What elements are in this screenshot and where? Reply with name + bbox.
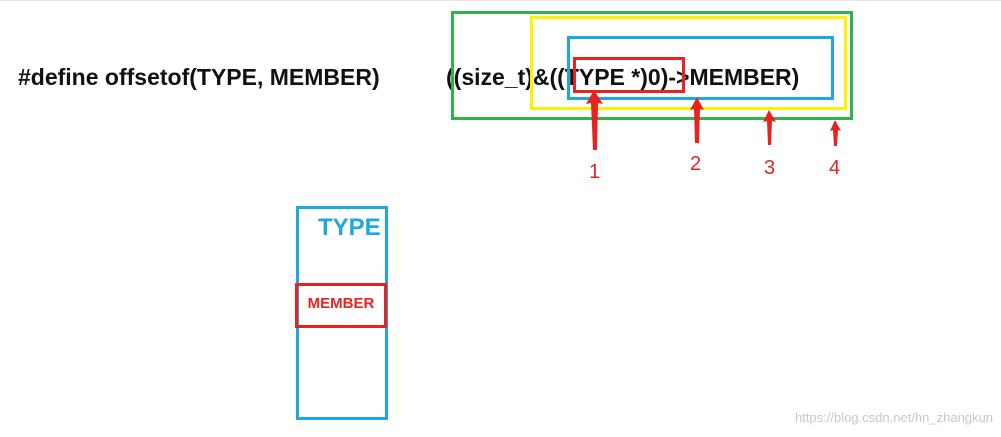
top-border-line: [0, 0, 1001, 1]
watermark-text: https://blog.csdn.net/hn_zhangkun: [794, 410, 993, 425]
arrow-4: [830, 120, 841, 146]
macro-expression-text: ((size_t)&((TYPE *)0)->MEMBER): [446, 64, 800, 90]
red-box: [573, 57, 685, 93]
arrow-1: [586, 90, 603, 150]
outer-green-box: [451, 11, 853, 120]
define-macro-text: #define offsetof(TYPE, MEMBER): [18, 64, 380, 90]
marker-label-2: 2: [690, 153, 702, 175]
type-label: TYPE: [318, 214, 381, 241]
member-label: MEMBER: [307, 295, 375, 312]
yellow-box: [530, 16, 847, 110]
marker-label-3: 3: [764, 157, 776, 179]
arrow-3: [763, 110, 776, 145]
marker-label-4: 4: [829, 157, 841, 179]
arrow-2: [690, 97, 704, 143]
member-box: [295, 283, 387, 328]
marker-label-1: 1: [589, 161, 601, 183]
blue-box: [567, 36, 834, 100]
